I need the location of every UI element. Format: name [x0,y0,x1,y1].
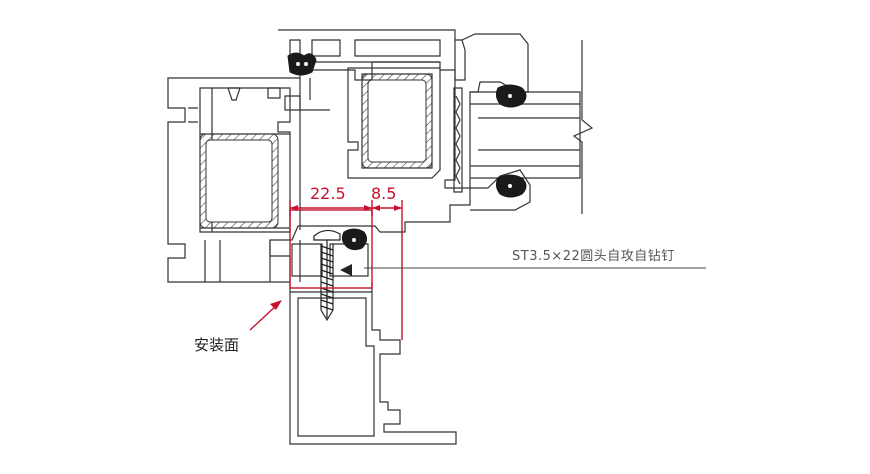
glass-pane [470,91,581,179]
screw-spec-label: ST3.5×22圆头自攻自钻钉 [512,249,675,264]
frame-inner-wall [199,87,291,233]
mounting-surface-label: 安装面 [194,336,240,354]
mounting-surface-arrow [249,300,282,331]
screw-direction-arrow [340,264,352,276]
frame-notch-left [227,87,301,111]
self-drilling-screw [313,229,341,322]
mounting-profile [289,291,457,445]
dimension-box-left [289,209,373,289]
glazing-spacer [453,87,463,193]
mounting-profile-inner [297,297,375,437]
top-gasket [287,52,317,76]
dimension-label-8-5: 8.5 [371,184,397,203]
sash-middle-chamber [347,67,441,179]
glass-break-line [572,40,594,214]
dimension-label-22-5: 22.5 [310,184,346,203]
